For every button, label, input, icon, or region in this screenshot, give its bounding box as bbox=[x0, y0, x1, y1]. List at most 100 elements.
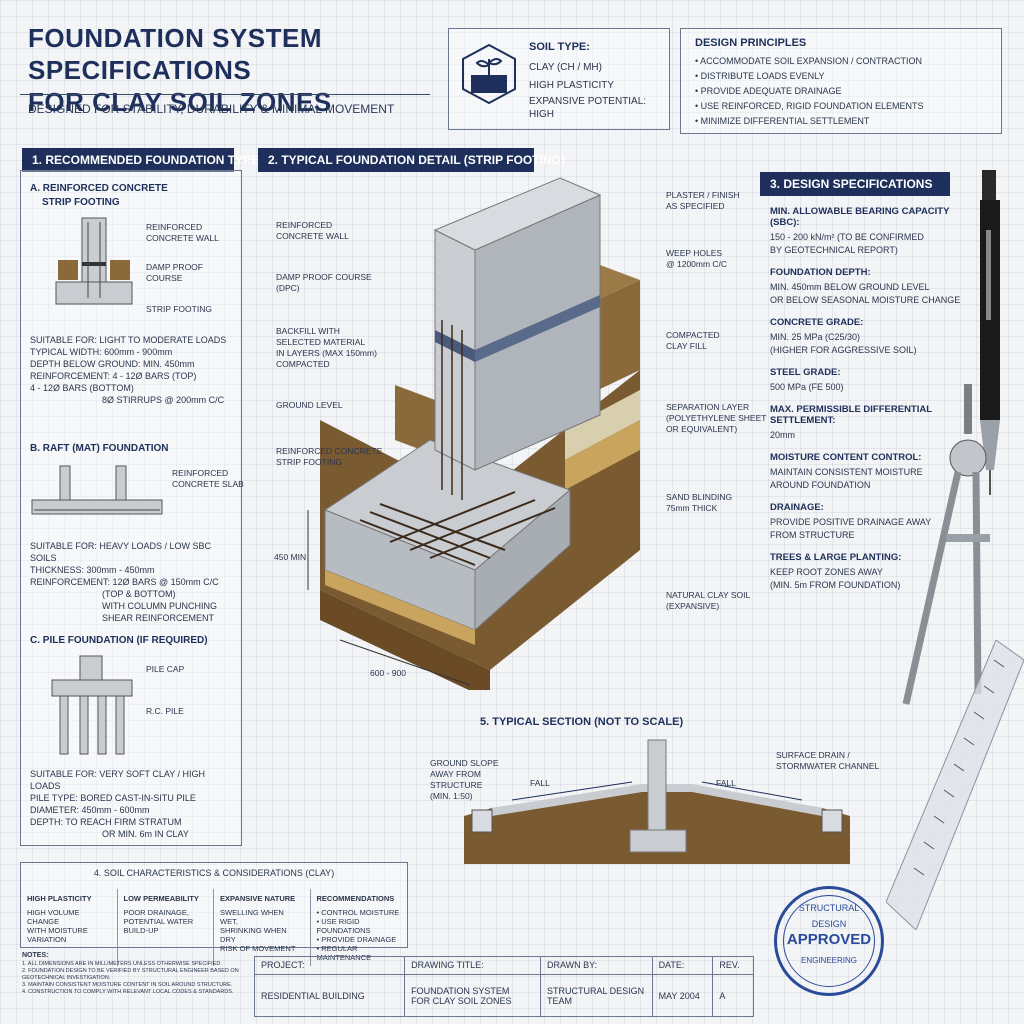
page-subtitle: DESIGNED FOR STABILITY, DURABILITY & MIN… bbox=[28, 102, 395, 116]
pile-foundation-diagram bbox=[51, 655, 133, 755]
raft-foundation-diagram bbox=[31, 465, 163, 515]
plant-soil-icon bbox=[462, 43, 516, 105]
spec-line: 8Ø STIRRUPS @ 200mm C/C bbox=[102, 395, 225, 405]
section-3-header: 3. DESIGN SPECIFICATIONS bbox=[760, 172, 950, 196]
fall-right: FALL bbox=[716, 778, 736, 788]
soil-type-label: SOIL TYPE: bbox=[529, 41, 590, 53]
principle-item: MINIMIZE DIFFERENTIAL SETTLEMENT bbox=[695, 114, 987, 129]
type-b-specs: SUITABLE FOR: HEAVY LOADS / LOW SBC SOIL… bbox=[30, 540, 235, 624]
characteristic-title: HIGH PLASTICITY bbox=[27, 894, 92, 903]
principle-item: ACCOMMODATE SOIL EXPANSION / CONTRACTION bbox=[695, 54, 987, 69]
spec-title: TREES & LARGE PLANTING: bbox=[770, 552, 902, 563]
spec-line: 4 - 12Ø BARS (BOTTOM) bbox=[30, 383, 134, 393]
type-a-title-1: A. REINFORCED CONCRETE bbox=[30, 183, 168, 194]
spec-line: OR MIN. 6m IN CLAY bbox=[102, 829, 189, 839]
strip-footing-diagram bbox=[55, 217, 133, 305]
principles-title: DESIGN PRINCIPLES bbox=[695, 37, 807, 49]
note-item: 3. MAINTAIN CONSISTENT MOISTURE CONTENT … bbox=[22, 982, 233, 988]
characteristic-cell: RECOMMENDATIONS • CONTROL MOISTURE • USE … bbox=[311, 889, 408, 966]
tb-date-value: MAY 2004 bbox=[651, 974, 714, 1017]
soil-plasticity: HIGH PLASTICITY bbox=[529, 80, 615, 91]
characteristic-title: RECOMMENDATIONS bbox=[316, 894, 395, 903]
spec-line: DEPTH: TO REACH FIRM STRATUM bbox=[30, 817, 182, 827]
c-label-pile: R.C. PILE bbox=[146, 706, 184, 716]
spec-title: FOUNDATION DEPTH: bbox=[770, 267, 871, 278]
spec-line: (TOP & BOTTOM) bbox=[102, 589, 176, 599]
section-1-header: 1. RECOMMENDED FOUNDATION TYPES bbox=[22, 148, 267, 172]
spec-line: REINFORCEMENT: 12Ø BARS @ 150mm C/C bbox=[30, 577, 219, 587]
detail-left-label: DAMP PROOF COURSE (DPC) bbox=[276, 272, 372, 293]
spec-value: PROVIDE POSITIVE DRAINAGE AWAY FROM STRU… bbox=[770, 517, 932, 540]
principle-item: DISTRIBUTE LOADS EVENLY bbox=[695, 69, 987, 84]
fall-left: FALL bbox=[530, 778, 550, 788]
section-slope-label: GROUND SLOPE AWAY FROM STRUCTURE (MIN. 1… bbox=[430, 758, 499, 801]
detail-left-label: GROUND LEVEL bbox=[276, 400, 343, 410]
note-item: 4. CONSTRUCTION TO COMPLY WITH RELEVANT … bbox=[22, 989, 234, 995]
section-5-header: 5. TYPICAL SECTION (NOT TO SCALE) bbox=[480, 716, 684, 728]
type-a-title-2: STRIP FOOTING bbox=[42, 197, 120, 208]
spec-line: DIAMETER: 450mm - 600mm bbox=[30, 805, 150, 815]
soil-expansive: EXPANSIVE POTENTIAL: HIGH bbox=[529, 96, 647, 120]
characteristic-title: EXPANSIVE NATURE bbox=[220, 894, 296, 903]
characteristic-text: POOR DRAINAGE, POTENTIAL WATER BUILD-UP bbox=[123, 908, 194, 935]
detail-right-label: WEEP HOLES @ 1200mm C/C bbox=[666, 248, 728, 269]
tb-drawing-value: FOUNDATION SYSTEM FOR CLAY SOIL ZONES bbox=[404, 974, 541, 1017]
section-drain-label: SURFACE DRAIN / STORMWATER CHANNEL bbox=[776, 750, 880, 771]
spec-value: 20mm bbox=[770, 430, 796, 440]
tb-drawing-header: DRAWING TITLE: bbox=[404, 956, 541, 975]
characteristic-text: • CONTROL MOISTURE • USE RIGID FOUNDATIO… bbox=[316, 908, 400, 962]
spec-value: MIN. 450mm BELOW GROUND LEVEL OR BELOW S… bbox=[770, 282, 961, 305]
title-rule bbox=[20, 94, 430, 95]
detail-right-label: SEPARATION LAYER (POLYETHYLENE SHEET OR … bbox=[666, 402, 767, 434]
spec-title: STEEL GRADE: bbox=[770, 367, 841, 378]
spec-value: 500 MPa (FE 500) bbox=[770, 382, 844, 392]
typical-section-diagram bbox=[464, 739, 850, 864]
spec-title: MAX. PERMISSIBLE DIFFERENTIAL SETTLEMENT… bbox=[770, 404, 932, 426]
notes-title: NOTES: bbox=[22, 952, 49, 959]
detail-right-label: NATURAL CLAY SOIL (EXPANSIVE) bbox=[666, 590, 751, 611]
title-block: PROJECT: DRAWING TITLE: DRAWN BY: DATE: … bbox=[253, 956, 754, 1017]
spec-title: DRAINAGE: bbox=[770, 502, 824, 513]
tb-project-value: RESIDENTIAL BUILDING bbox=[253, 974, 406, 1017]
characteristic-title: LOW PERMEABILITY bbox=[123, 894, 199, 903]
characteristic-cell: LOW PERMEABILITY POOR DRAINAGE, POTENTIAL… bbox=[118, 889, 214, 966]
spec-value: MIN. 25 MPa (C25/30) (HIGHER FOR AGGRESS… bbox=[770, 332, 917, 355]
type-c-title: C. PILE FOUNDATION (IF REQUIRED) bbox=[30, 635, 208, 646]
detail-left-label: REINFORCED CONCRETE WALL bbox=[276, 220, 349, 241]
title-line-2: FOR CLAY SOIL ZONES bbox=[28, 87, 332, 117]
page-title: FOUNDATION SYSTEM SPECIFICATIONS FOR CLA… bbox=[28, 22, 448, 118]
tb-drawn-header: DRAWN BY: bbox=[540, 956, 653, 975]
title-line-1: FOUNDATION SYSTEM SPECIFICATIONS bbox=[28, 23, 323, 85]
principle-item: PROVIDE ADEQUATE DRAINAGE bbox=[695, 84, 987, 99]
a-label-strip: STRIP FOOTING bbox=[146, 304, 212, 314]
soil-characteristics-box: 4. SOIL CHARACTERISTICS & CONSIDERATIONS… bbox=[20, 862, 408, 966]
mechanical-pencil-icon bbox=[980, 170, 1000, 495]
strip-footing-3d-detail bbox=[307, 177, 640, 690]
approved-stamp: STRUCTURAL DESIGN APPROVED ENGINEERING bbox=[774, 886, 884, 996]
type-c-specs: SUITABLE FOR: VERY SOFT CLAY / HIGH LOAD… bbox=[30, 768, 235, 840]
spec-line: SUITABLE FOR: HEAVY LOADS / LOW SBC SOIL… bbox=[30, 541, 212, 563]
detail-right-label: SAND BLINDING 75mm THICK bbox=[666, 492, 733, 513]
design-principles-box: DESIGN PRINCIPLES ACCOMMODATE SOIL EXPAN… bbox=[680, 28, 1002, 134]
spec-value: MAINTAIN CONSISTENT MOISTURE AROUND FOUN… bbox=[770, 467, 923, 490]
characteristic-text: HIGH VOLUME CHANGE WITH MOISTURE VARIATI… bbox=[27, 908, 88, 944]
dim-width: 600 - 900 bbox=[370, 668, 406, 678]
soil-type-value: CLAY (CH / MH) bbox=[529, 62, 602, 73]
detail-left-label: BACKFILL WITH SELECTED MATERIAL IN LAYER… bbox=[276, 326, 377, 369]
characteristic-text: SWELLING WHEN WET, SHRINKING WHEN DRY RI… bbox=[220, 908, 296, 953]
ruler-icon bbox=[886, 640, 1024, 930]
design-specs-list: MIN. ALLOWABLE BEARING CAPACITY (SBC):15… bbox=[770, 196, 970, 592]
characteristic-cell: EXPANSIVE NATURE SWELLING WHEN WET, SHRIN… bbox=[214, 889, 311, 966]
notes-list: 1. ALL DIMENSIONS ARE IN MILLIMETERS UNL… bbox=[22, 961, 254, 996]
tb-rev-header: REV. bbox=[712, 956, 754, 975]
tb-drawn-value: STRUCTURAL DESIGN TEAM bbox=[540, 974, 653, 1017]
tb-project-header: PROJECT: bbox=[253, 956, 406, 975]
spec-line: WITH COLUMN PUNCHING bbox=[102, 601, 217, 611]
spec-line: DEPTH BELOW GROUND: MIN. 450mm bbox=[30, 359, 195, 369]
section-2-header: 2. TYPICAL FOUNDATION DETAIL (STRIP FOOT… bbox=[258, 148, 565, 172]
soil-type-box: SOIL TYPE: CLAY (CH / MH) HIGH PLASTICIT… bbox=[448, 28, 670, 130]
